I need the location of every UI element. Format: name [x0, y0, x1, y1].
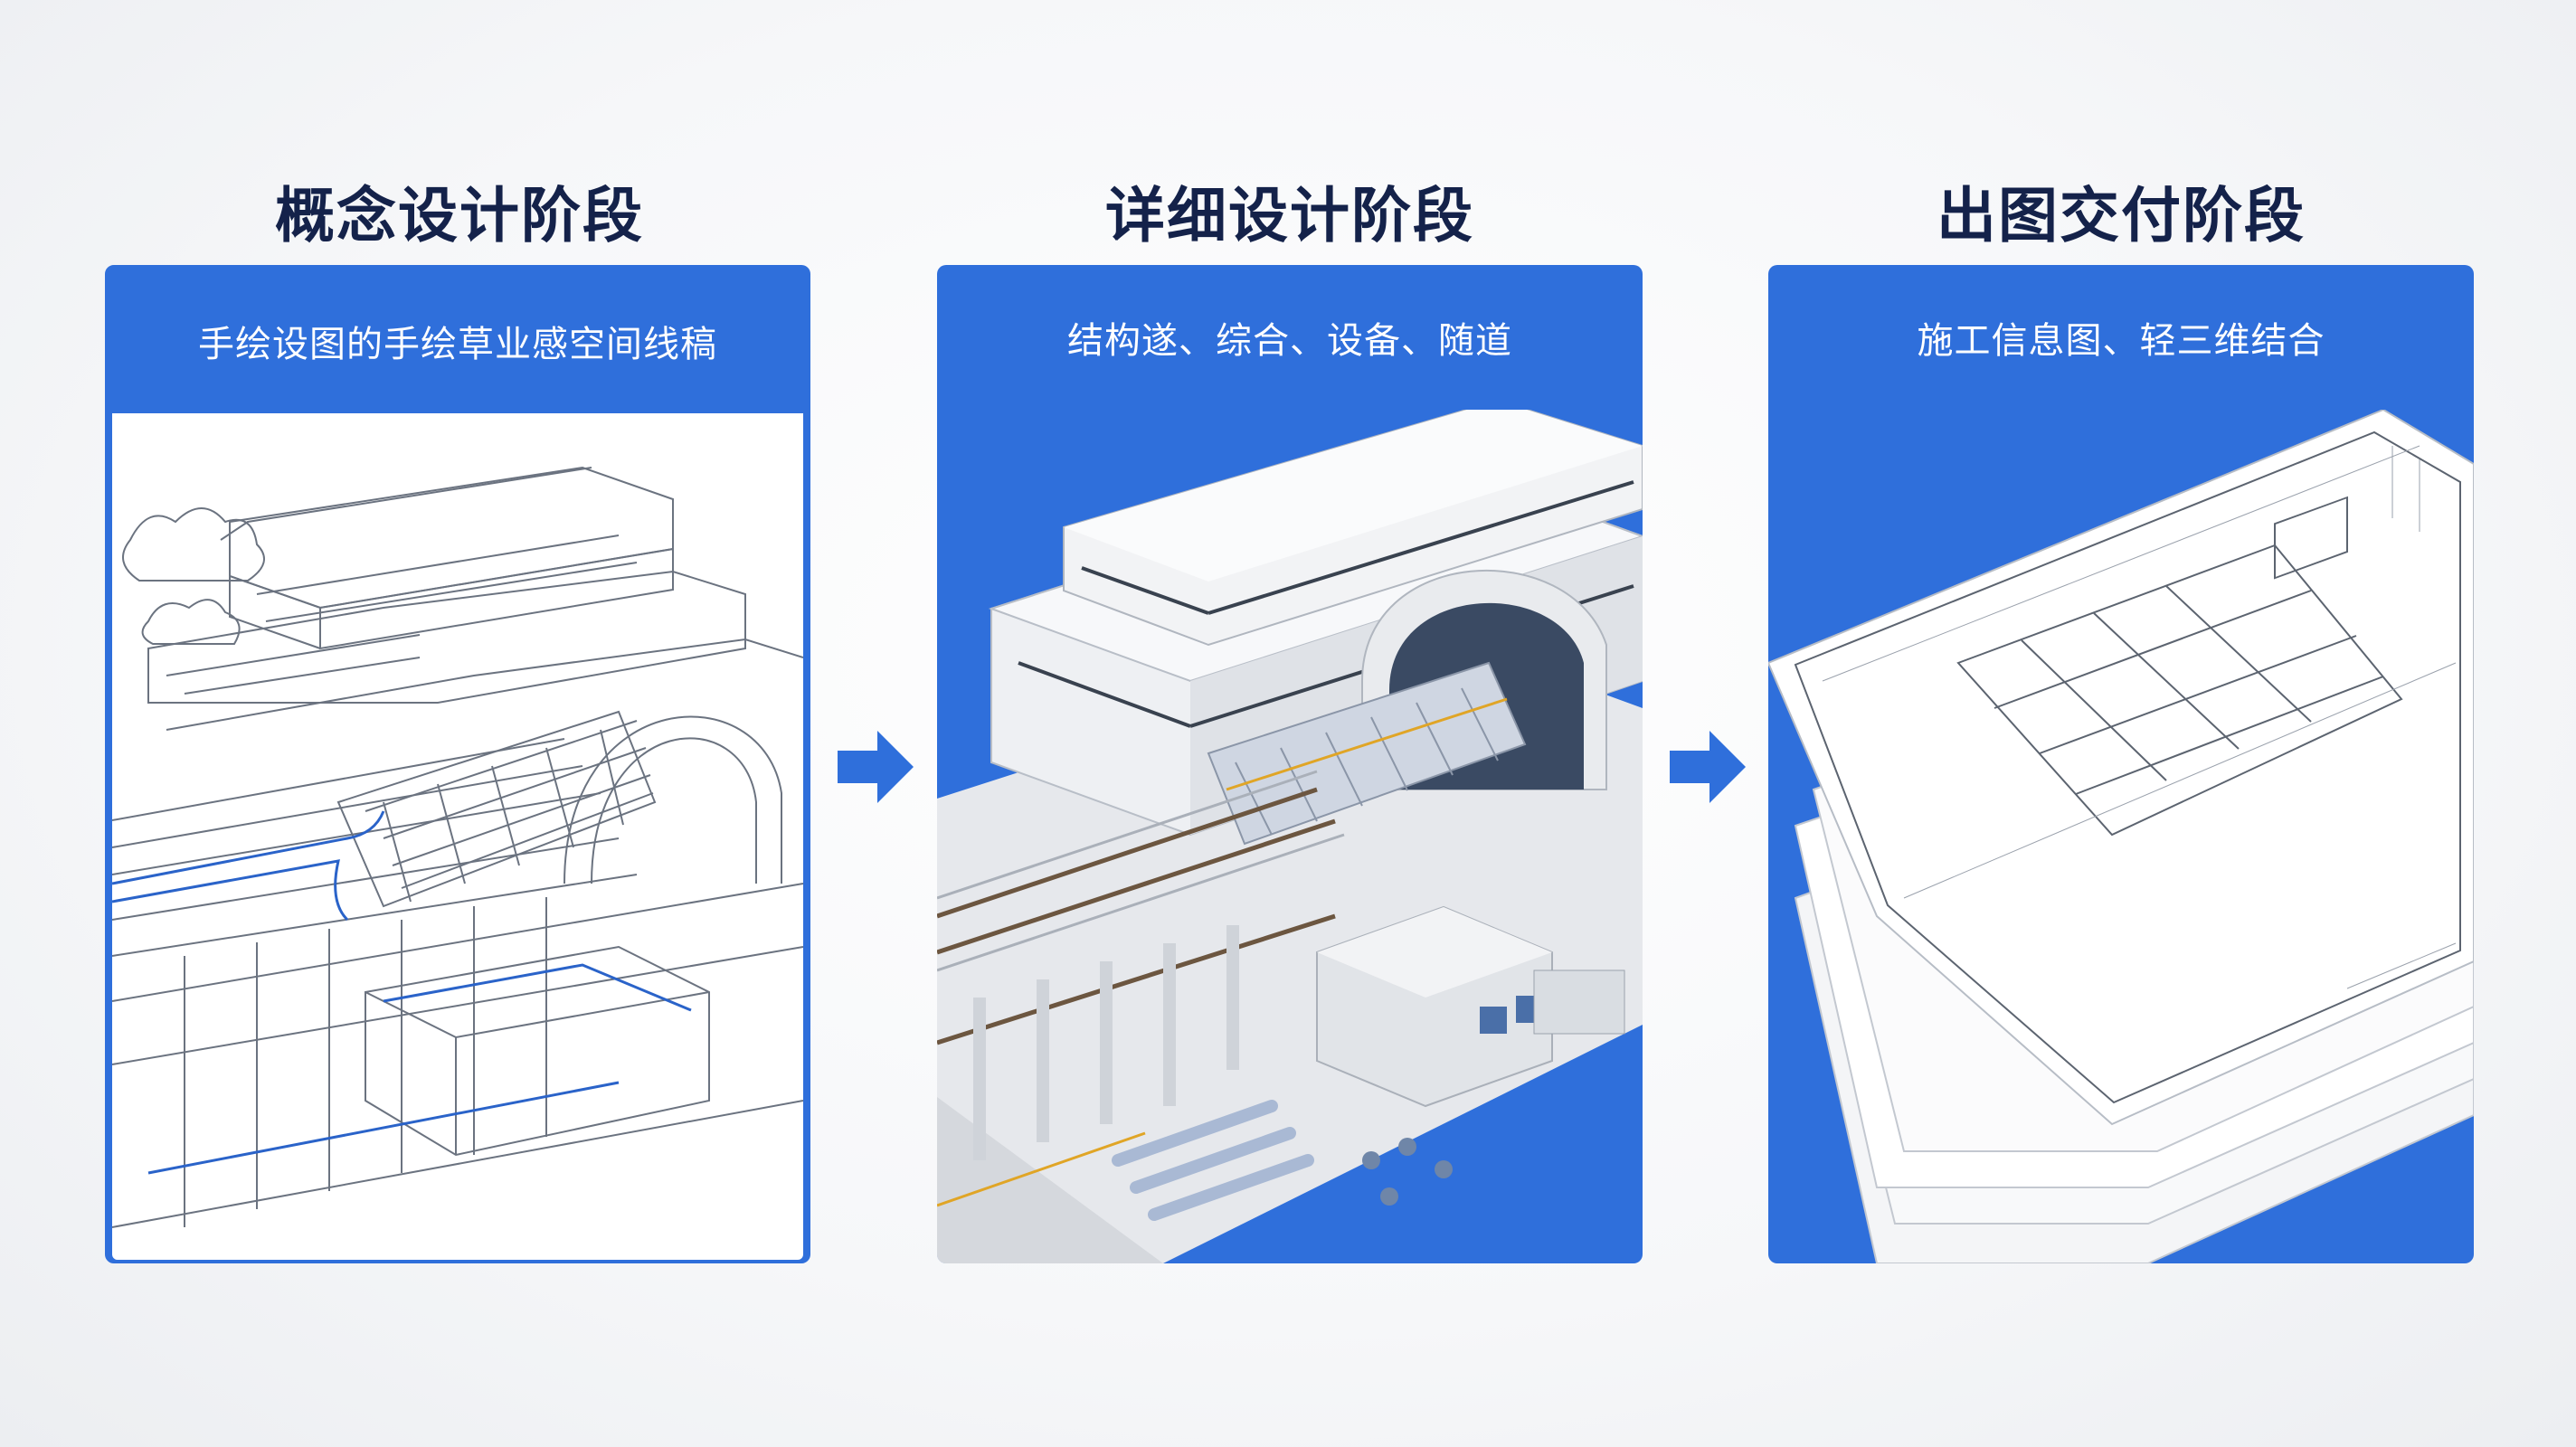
stage-3-card: 施工信息图、轻三维结合 — [1768, 265, 2474, 1263]
stage-3-description: 施工信息图、轻三维结合 — [1917, 320, 2325, 362]
stage-2-title: 详细设计阶段 — [1105, 181, 1474, 251]
stage-3-title: 出图交付阶段 — [1937, 181, 2306, 251]
drawing-sheets-illustration — [1768, 410, 2474, 1263]
stage-2-description: 结构遂、综合、设备、随道 — [1067, 320, 1512, 362]
right-arrow-icon — [1664, 724, 1751, 810]
stage-1-card: 手绘设图的手绘草业感空间线稿 — [105, 265, 810, 1263]
stage-1-description: 手绘设图的手绘草业感空间线稿 — [198, 324, 717, 365]
detailed-model-illustration — [937, 410, 1643, 1263]
right-arrow-icon — [832, 724, 919, 810]
stage-1-title: 概念设计阶段 — [275, 181, 644, 251]
stage-2-card: 结构遂、综合、设备、随道 — [937, 265, 1643, 1263]
concept-sketch-illustration — [112, 413, 803, 1260]
